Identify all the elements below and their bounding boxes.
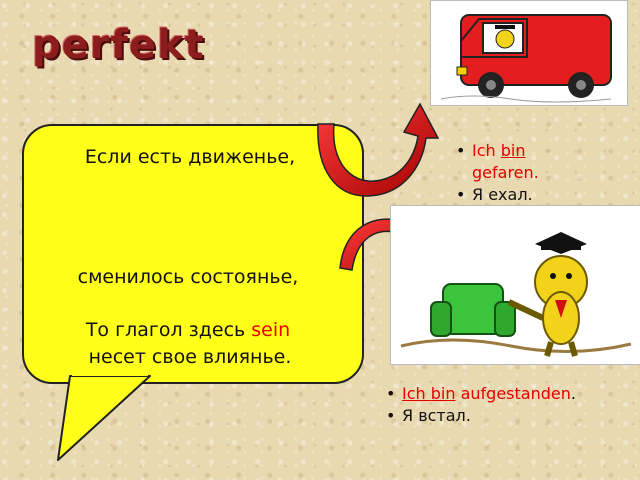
van-icon <box>440 14 612 103</box>
example-2-participle: aufgestanden <box>460 384 571 403</box>
example-2-list: Ich bin aufgestanden. Я встал. <box>386 383 636 427</box>
example-2-translation: Я встал. <box>386 405 636 427</box>
poem-line-3: То глагол здесь sein <box>38 319 338 341</box>
red-van-image <box>430 0 628 106</box>
example-1-german: Ich bin gefaren. <box>456 140 596 184</box>
example-1-aux: bin <box>500 141 526 160</box>
example-1-translation: Я ехал. <box>456 184 596 206</box>
example-2-subject: Ich <box>402 384 431 403</box>
poem-line-1: Если есть движенье, <box>84 146 296 168</box>
speech-bubble <box>22 124 364 384</box>
example-1-participle: gefaren. <box>472 163 539 182</box>
example-1-list: Ich bin gefaren. Я ехал. <box>456 140 596 206</box>
slide-title: perfekt <box>32 22 205 68</box>
poem-line-4: несет свое влиянье. <box>88 346 292 368</box>
sein-highlight: sein <box>251 319 291 341</box>
example-1-subject: Ich <box>472 141 501 160</box>
armchair-icon <box>400 232 632 357</box>
example-2-german: Ich bin aufgestanden. <box>386 383 636 405</box>
poem-line-2: сменилось состоянье, <box>77 266 299 288</box>
armchair-image <box>390 205 640 365</box>
example-2-aux: bin <box>430 384 456 403</box>
poem-line-3-text: То глагол здесь <box>85 319 252 341</box>
